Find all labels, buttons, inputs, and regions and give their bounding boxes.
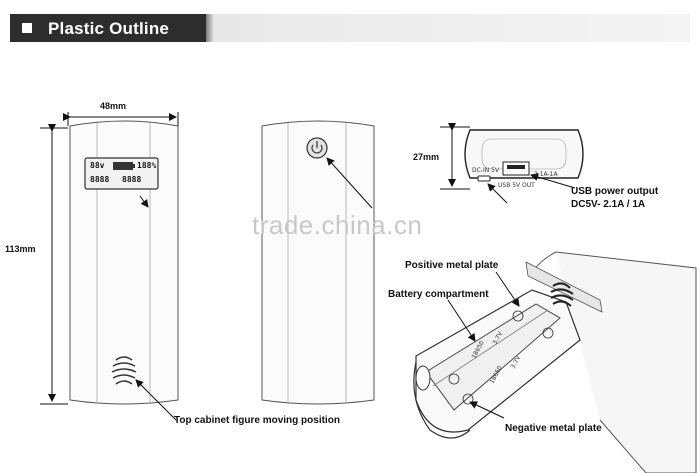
positive-plate-label: Positive metal plate: [405, 260, 499, 271]
lcd-bottom-left: 8888: [90, 175, 110, 184]
width-label: 48mm: [100, 101, 127, 111]
depth-dimension-line: [440, 123, 470, 190]
depth-label: 27mm: [413, 152, 440, 162]
usb-rating-label: 2.1A-1A: [534, 171, 558, 178]
lcd-top-right: 188%: [137, 161, 157, 170]
top-cabinet-arrow: [135, 379, 177, 421]
power-button-icon: [306, 137, 328, 159]
section-header-dark: [10, 14, 206, 42]
speaker-grille-side-icon: [550, 282, 574, 307]
section-title: Plastic Outline: [48, 19, 170, 38]
battery-compartment-label: Battery compartment: [388, 289, 489, 300]
height-label: 113mm: [5, 244, 36, 254]
negative-plate-arrow: [469, 401, 505, 419]
input-port-arrow: [487, 183, 508, 204]
bullet-square-icon: [22, 23, 32, 33]
watermark-text: trade.china.cn: [252, 210, 423, 240]
negative-plate-label: Negative metal plate: [505, 423, 602, 434]
battery-compartment-arrow: [447, 299, 476, 342]
top-end-view: [464, 129, 584, 182]
lcd-top-left: 88v: [90, 161, 105, 170]
usb-output-arrow: [530, 173, 576, 189]
front-view-device: [69, 120, 179, 405]
positive-plate-arrow: [495, 271, 520, 307]
side-view-device: [261, 120, 375, 405]
lcd-arrow: [139, 195, 149, 208]
input-port-label: DC-IN 5V: [472, 167, 500, 174]
usb-output-label-line1: USB power output: [571, 186, 659, 197]
micro-usb-port: [477, 175, 491, 182]
lcd-display: [84, 157, 159, 190]
battery-compartment-view: [413, 251, 697, 473]
top-cabinet-label: Top cabinet figure moving position: [174, 415, 340, 426]
speaker-grille-icon: [111, 356, 137, 385]
battery-level-icon: [113, 162, 133, 170]
width-dimension-line: [63, 112, 179, 126]
lcd-bottom-right: 8888: [122, 175, 142, 184]
height-dimension-line: [40, 124, 68, 405]
usb-port-label: USB 5V OUT: [498, 182, 535, 189]
power-button-arrow: [326, 157, 373, 209]
usb-output-label-line2: DC5V- 2.1A / 1A: [571, 199, 646, 210]
metal-plate-icon: [448, 310, 554, 405]
